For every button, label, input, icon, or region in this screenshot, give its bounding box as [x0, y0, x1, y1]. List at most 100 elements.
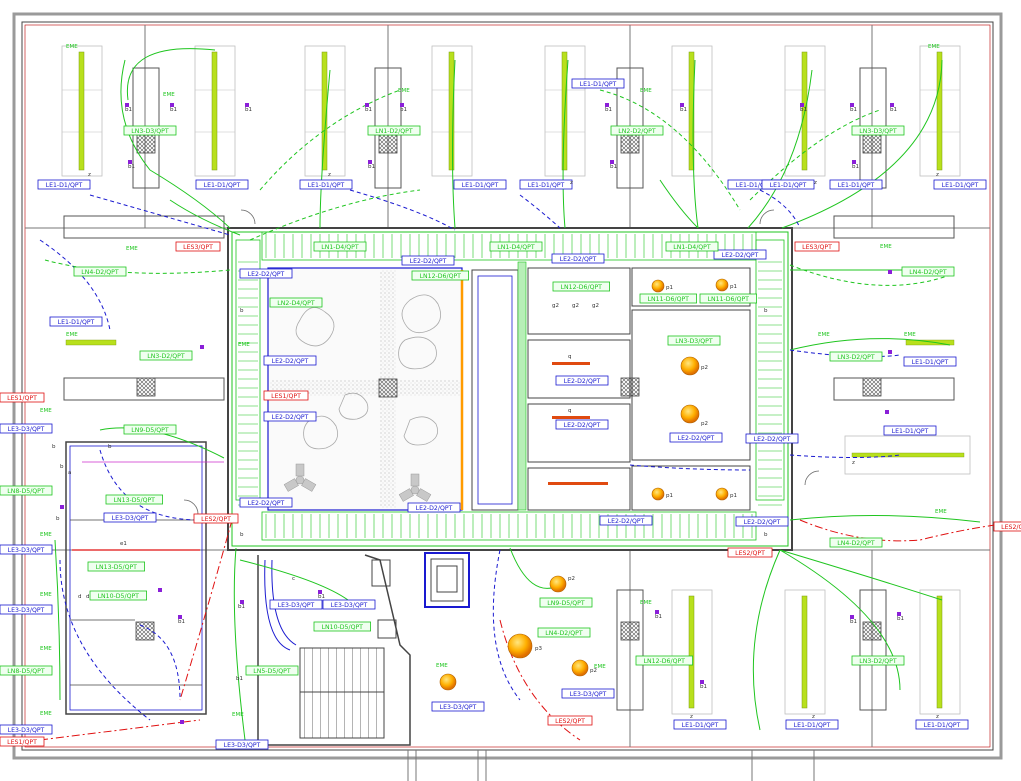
- switch-label: b1: [850, 107, 857, 113]
- pendant-lamp-icon: [571, 659, 589, 677]
- circuit-tag-safety: LES1/QPT: [263, 390, 309, 401]
- switch-icon: [850, 615, 854, 619]
- green-circuit: [781, 59, 943, 229]
- label: q: [568, 354, 572, 360]
- fan-icon: [398, 473, 432, 502]
- switch-label: b1: [128, 164, 135, 170]
- pendant-lamp-icon: [715, 487, 729, 501]
- blue-circuit-dashed: [349, 189, 456, 231]
- green-circuit: [562, 59, 569, 229]
- green-circuit: [233, 547, 246, 741]
- svg-text:LE2-D2/QPT: LE2-D2/QPT: [416, 505, 453, 512]
- circuit-tag-emergency: LN5-D5/QPT: [245, 665, 299, 676]
- circuit-tag-emergency: LN13-D5/QPT: [87, 561, 145, 572]
- emergency-mark: EME: [640, 600, 652, 606]
- svg-text:LE3-D3/QPT: LE3-D3/QPT: [278, 602, 315, 609]
- svg-text:LN5-D5/QPT: LN5-D5/QPT: [253, 668, 291, 675]
- emergency-mark: EME: [40, 592, 52, 598]
- svg-text:LES1/QPT: LES1/QPT: [7, 395, 37, 402]
- door: [240, 209, 256, 225]
- circuit-tag-lighting: LE2-D2/QPT: [239, 497, 293, 508]
- green-circuit: [779, 549, 943, 601]
- circuit-tag-emergency: LN1-D4/QPT: [489, 241, 543, 252]
- label: e1: [120, 541, 127, 547]
- switch-icon: [170, 103, 174, 107]
- beam: [833, 215, 955, 239]
- fixture-panel: [671, 45, 713, 177]
- switch-icon: [158, 588, 162, 592]
- circuit-tag-lighting: LE3-D3/QPT: [0, 724, 53, 735]
- svg-text:LE1-D1/QPT: LE1-D1/QPT: [892, 428, 929, 435]
- switch-icon: [897, 612, 901, 616]
- svg-text:LE3-D3/QPT: LE3-D3/QPT: [224, 742, 261, 749]
- svg-text:LE1-D1/QPT: LE1-D1/QPT: [736, 182, 773, 189]
- svg-text:LN2-D4/QPT: LN2-D4/QPT: [277, 300, 315, 307]
- label: q: [568, 408, 572, 414]
- circuit-tag-lighting: LE2-D2/QPT: [263, 355, 317, 366]
- switch-icon: [245, 103, 249, 107]
- label: a: [68, 470, 71, 476]
- svg-text:LE1-D1/QPT: LE1-D1/QPT: [924, 722, 961, 729]
- circuit-tag-emergency: LN4-D2/QPT: [829, 537, 883, 548]
- green-circuit: [692, 59, 699, 229]
- switch-label: b1: [852, 164, 859, 170]
- green-circuit: [120, 59, 231, 229]
- emergency-circuit: [39, 719, 201, 741]
- linear-luminaire: [552, 416, 590, 419]
- fixture-panel: [194, 45, 236, 177]
- svg-text:LN8-D5/QPT: LN8-D5/QPT: [7, 488, 45, 495]
- svg-text:LN4-D2/QPT: LN4-D2/QPT: [545, 630, 583, 637]
- pendant-lamp-icon: [680, 356, 700, 376]
- blue-circuit-dashed: [629, 464, 751, 471]
- emergency-mark: EME: [238, 342, 250, 348]
- svg-text:LES1/QPT: LES1/QPT: [271, 393, 301, 400]
- emergency-mark: EME: [398, 88, 410, 94]
- svg-text:LE1-D1/QPT: LE1-D1/QPT: [580, 81, 617, 88]
- svg-text:LE2-D2/QPT: LE2-D2/QPT: [248, 500, 285, 507]
- green-circuit: [319, 69, 331, 229]
- svg-text:LN2-D2/QPT: LN2-D2/QPT: [618, 128, 656, 135]
- svg-text:LN13-D5/QPT: LN13-D5/QPT: [114, 497, 156, 504]
- linear-luminaire: [211, 51, 218, 171]
- linear-luminaire: [851, 452, 965, 458]
- label: b: [56, 516, 60, 522]
- beam: [63, 377, 225, 401]
- svg-text:LES3/QPT: LES3/QPT: [183, 244, 213, 251]
- label: b: [52, 444, 56, 450]
- emergency-mark: EME: [436, 663, 448, 669]
- circuit-tag-emergency: LN8-D5/QPT: [0, 665, 53, 676]
- svg-text:LES2/QPT: LES2/QPT: [1001, 524, 1021, 531]
- fan-icon: [283, 463, 317, 492]
- circuit-tag-safety: LES1/QPT: [0, 736, 45, 747]
- green-circuit: [747, 69, 813, 229]
- linear-luminaire: [801, 595, 808, 709]
- svg-text:LE2-D2/QPT: LE2-D2/QPT: [678, 435, 715, 442]
- circuit-tag-emergency: LN3-D2/QPT: [139, 350, 193, 361]
- green-circuit: [789, 338, 951, 351]
- circuit-tag-emergency: LN1-D2/QPT: [367, 125, 421, 136]
- green-circuit: [789, 514, 981, 523]
- circuit-tag-lighting: LE3-D3/QPT: [561, 688, 615, 699]
- linear-luminaire: [552, 362, 590, 365]
- circuit-tag-lighting: LE1-D1/QPT: [915, 719, 969, 730]
- svg-text:LN1-D4/QPT: LN1-D4/QPT: [321, 244, 359, 251]
- column: [136, 377, 156, 397]
- circuit-tag-lighting: LE2-D2/QPT: [551, 253, 605, 264]
- circuit-tag-emergency: LN2-D4/QPT: [269, 297, 323, 308]
- green-circuit: [452, 59, 456, 229]
- svg-text:LE1-D1/QPT: LE1-D1/QPT: [46, 182, 83, 189]
- label: p1: [730, 284, 737, 290]
- circuit-tag-emergency: LN10-D5/QPT: [89, 590, 147, 601]
- pendant-lamp-icon: [651, 279, 665, 293]
- circuit-tag-lighting: LE1-D1/QPT: [761, 179, 815, 190]
- linear-luminaire: [548, 482, 608, 485]
- svg-text:LE2-D2/QPT: LE2-D2/QPT: [564, 422, 601, 429]
- svg-text:LN3-D2/QPT: LN3-D2/QPT: [147, 353, 185, 360]
- circuit-tag-emergency: LN3-D3/QPT: [123, 125, 177, 136]
- building-walls: [12, 12, 1003, 781]
- fixture-panel: [919, 589, 961, 715]
- svg-text:LE2-D2/QPT: LE2-D2/QPT: [754, 436, 791, 443]
- fixture-panel: [544, 45, 586, 177]
- svg-text:LN12-D6/QPT: LN12-D6/QPT: [561, 284, 603, 291]
- circuit-tag-emergency: LN13-D5/QPT: [105, 494, 163, 505]
